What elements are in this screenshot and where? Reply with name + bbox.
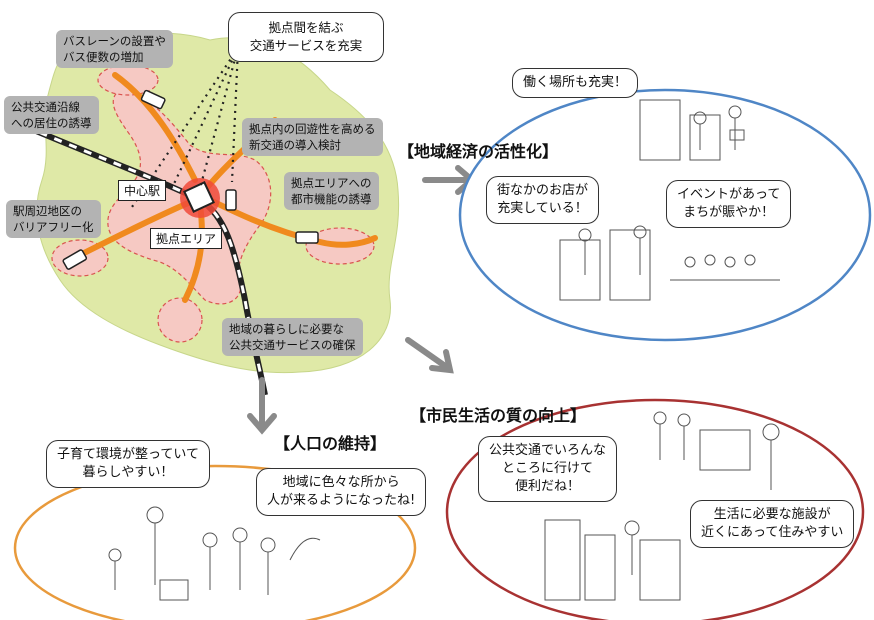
bus-stop-illustration [653,411,780,490]
population-bubble-childcare: 子育て環境が整っていて 暮らしやすい！ [46,440,210,488]
economy-bubble-shops: 街なかのお店が 充実している！ [486,176,600,224]
satellite-area-bottom [157,297,203,343]
economy-ellipse [458,88,872,342]
shop-buildings-illustration [544,519,681,601]
economy-bubble-events: イベントがあって まちが賑やか！ [666,180,792,228]
residence-induction-label: 公共交通沿線 への居住の誘導 [4,96,99,134]
life-bubble-facilities: 生活に必要な施設が 近くにあって住みやすい [690,500,855,548]
life-bubble-transit: 公共交通でいろんな ところに行けて 便利だね！ [478,436,618,502]
economy-heading: 【地域経済の活性化】 [398,142,559,161]
family-illustration [108,506,321,601]
bus-icon [140,89,166,110]
population-heading: 【人口の維持】 [274,434,387,453]
connect-services-box: 拠点間を結ぶ 交通サービスを充実 [228,12,384,62]
bus-icon [295,231,319,244]
office-workers-illustration [639,99,745,161]
satellite-area-top [97,64,159,96]
economy-bubble-work: 働く場所も充実！ [512,68,639,98]
shopping-street-illustration [559,225,780,301]
barrier-free-label: 駅周辺地区の バリアフリー化 [6,200,101,238]
life-heading: 【市民生活の質の向上】 [410,406,587,425]
local-transit-label: 地域の暮らしに必要な 公共交通サービスの確保 [222,318,363,356]
hub-area-label: 拠点エリア [150,228,223,249]
bus-icon [62,249,88,270]
new-transit-label: 拠点内の回遊性を高める 新交通の導入検討 [242,118,383,156]
arrow-to-population [247,377,277,435]
arrow-to-life [405,337,454,374]
urban-function-label: 拠点エリアへの 都市機能の誘導 [284,172,379,210]
population-bubble-visitors: 地域に色々な所から 人が来るようになったね! [256,468,427,516]
bus-lane-label: バスレーンの設置や バス便数の増加 [56,30,173,68]
central-station-label: 中心駅 [118,180,167,201]
tram-icon [225,189,237,211]
station-building [183,181,215,213]
